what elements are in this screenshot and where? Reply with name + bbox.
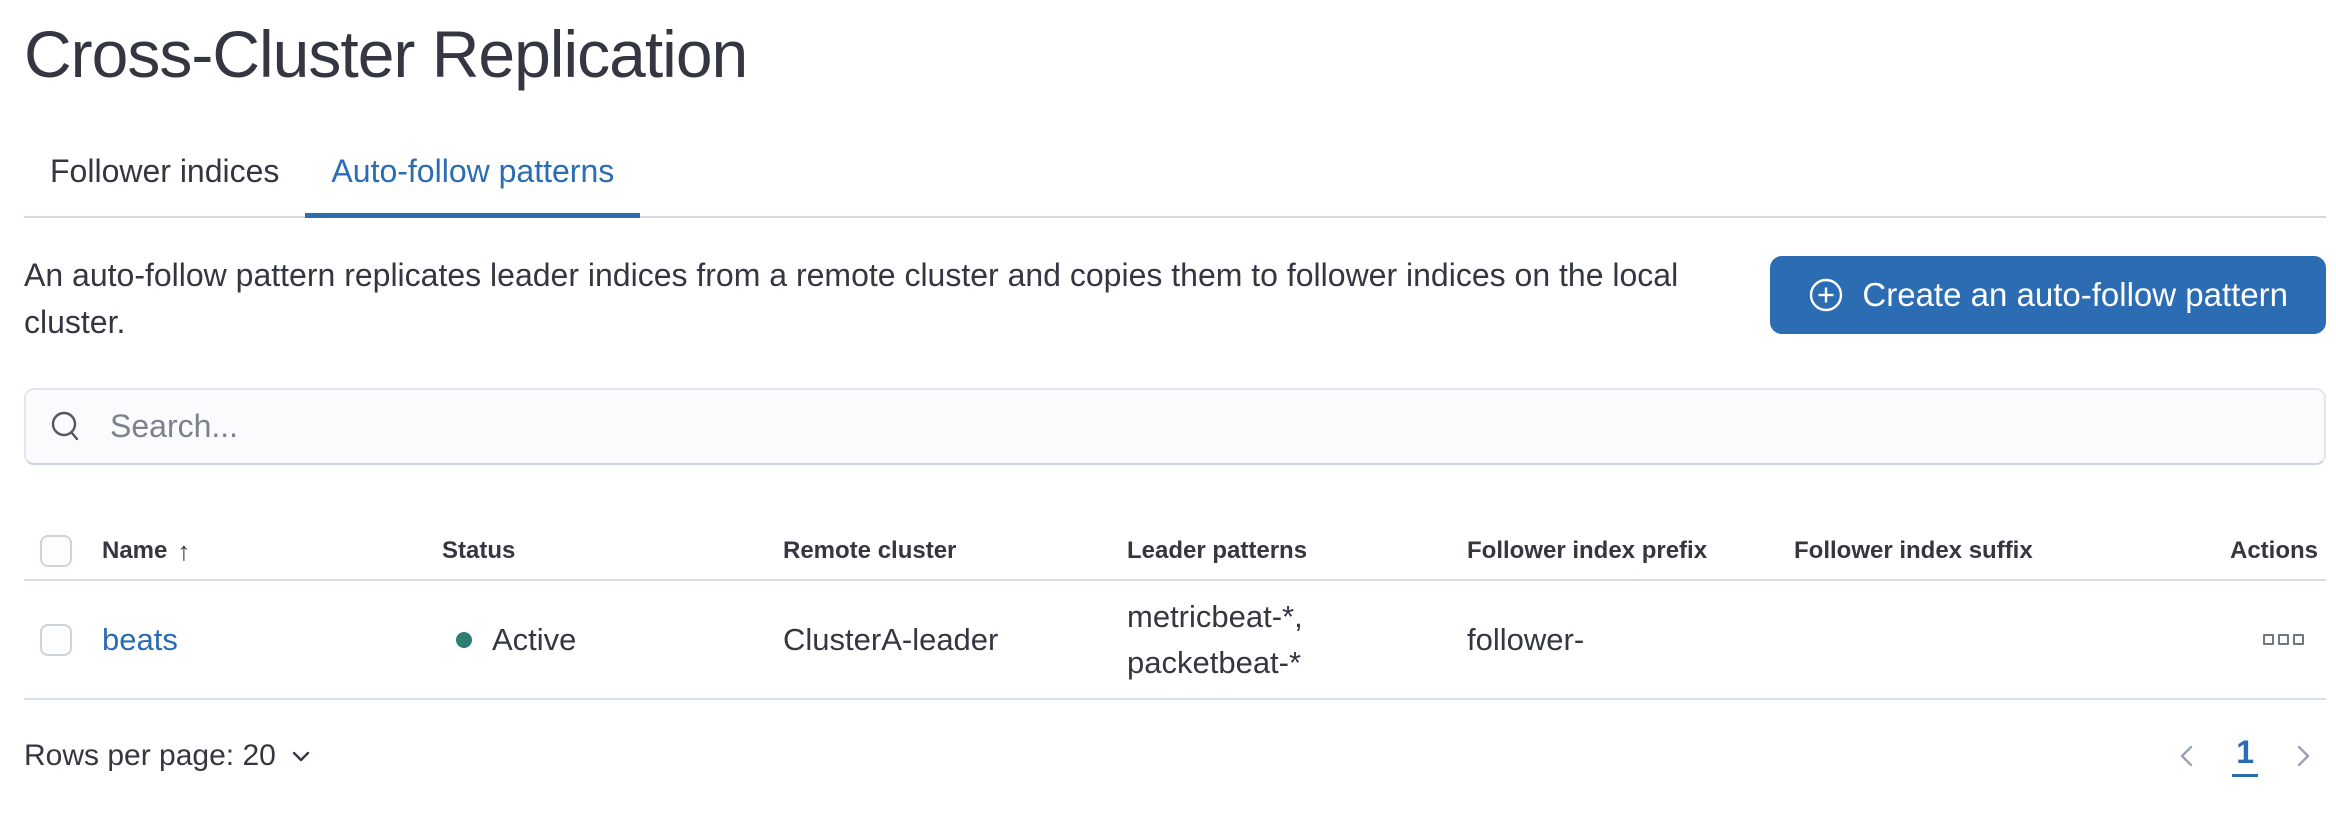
next-page-button[interactable] — [2288, 741, 2318, 771]
create-button-label: Create an auto-follow pattern — [1862, 276, 2288, 313]
table-header-row: Name ↑ Status Remote cluster Leader patt… — [24, 523, 2326, 581]
sort-ascending-icon: ↑ — [177, 535, 191, 566]
previous-page-button[interactable] — [2172, 741, 2202, 771]
pagination: 1 — [2172, 734, 2318, 777]
cross-cluster-replication-page: Cross-Cluster Replication Follower indic… — [0, 14, 2336, 814]
status-cell: Active — [442, 622, 783, 658]
chevron-left-icon — [2172, 741, 2202, 771]
actions-cell — [2216, 628, 2326, 651]
tab-label: Auto-follow patterns — [331, 153, 615, 189]
table-row: beats Active ClusterA-leader metricbeat-… — [24, 581, 2326, 700]
header-checkbox-cell — [24, 535, 102, 567]
status-active-dot-icon — [456, 631, 472, 648]
intro-section: An auto-follow pattern replicates leader… — [24, 252, 2326, 346]
search-bar — [24, 388, 2326, 465]
column-header-follower-index-suffix: Follower index suffix — [1794, 537, 2033, 564]
column-header-label: Name — [102, 537, 168, 564]
leader-patterns-cell: metricbeat-*, packetbeat-* — [1127, 598, 1303, 680]
rows-per-page-button[interactable]: Rows per page: 20 — [24, 739, 314, 773]
column-header-actions: Actions — [2229, 537, 2318, 564]
name-cell: beats — [102, 622, 442, 658]
search-icon — [48, 409, 84, 445]
status-label: Active — [492, 621, 577, 657]
box-icon — [2278, 634, 2289, 645]
column-header-follower-index-prefix: Follower index prefix — [1467, 537, 1708, 564]
box-icon — [2263, 634, 2274, 645]
follower-index-prefix-cell: follower- — [1467, 621, 1585, 657]
pattern-name-link[interactable]: beats — [102, 621, 178, 657]
row-checkbox-cell — [24, 623, 102, 656]
tab-follower-indices[interactable]: Follower indices — [24, 128, 305, 216]
rows-per-page-label: Rows per page: 20 — [24, 738, 276, 772]
tab-label: Follower indices — [50, 153, 280, 189]
column-header-name[interactable]: Name ↑ — [102, 536, 442, 567]
select-all-checkbox[interactable] — [40, 535, 72, 567]
tab-bar: Follower indices Auto-follow patterns — [24, 128, 2326, 218]
chevron-right-icon — [2288, 741, 2318, 771]
tab-auto-follow-patterns[interactable]: Auto-follow patterns — [305, 128, 641, 218]
remote-cluster-cell: ClusterA-leader — [783, 621, 999, 657]
plus-in-circle-icon — [1808, 277, 1844, 313]
box-icon — [2293, 634, 2304, 645]
all-actions-icon[interactable] — [2257, 628, 2310, 651]
column-header-leader-patterns: Leader patterns — [1127, 537, 1308, 564]
select-row-checkbox[interactable] — [40, 623, 72, 656]
page-title: Cross-Cluster Replication — [24, 17, 748, 91]
table-footer: Rows per page: 20 1 — [24, 700, 2326, 777]
column-header-status: Status — [442, 537, 516, 564]
auto-follow-patterns-table: Name ↑ Status Remote cluster Leader patt… — [24, 523, 2326, 700]
chevron-down-icon — [288, 743, 314, 769]
section-description: An auto-follow pattern replicates leader… — [24, 257, 1679, 340]
create-auto-follow-pattern-button[interactable]: Create an auto-follow pattern — [1770, 256, 2326, 334]
search-input[interactable] — [110, 408, 2302, 445]
page-number-1[interactable]: 1 — [2232, 734, 2258, 777]
column-header-remote-cluster: Remote cluster — [783, 537, 957, 564]
